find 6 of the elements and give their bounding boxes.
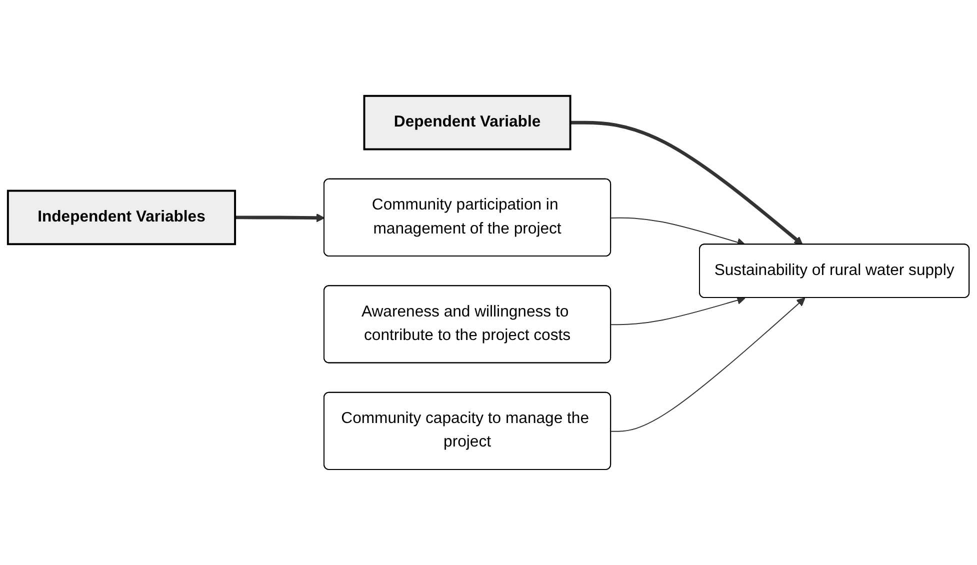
node-box: Independent Variables xyxy=(6,190,236,245)
arrow xyxy=(570,120,803,245)
node-box: Dependent Variable xyxy=(363,94,572,150)
arrow xyxy=(610,296,746,325)
arrow xyxy=(235,213,325,222)
arrow xyxy=(610,297,806,432)
